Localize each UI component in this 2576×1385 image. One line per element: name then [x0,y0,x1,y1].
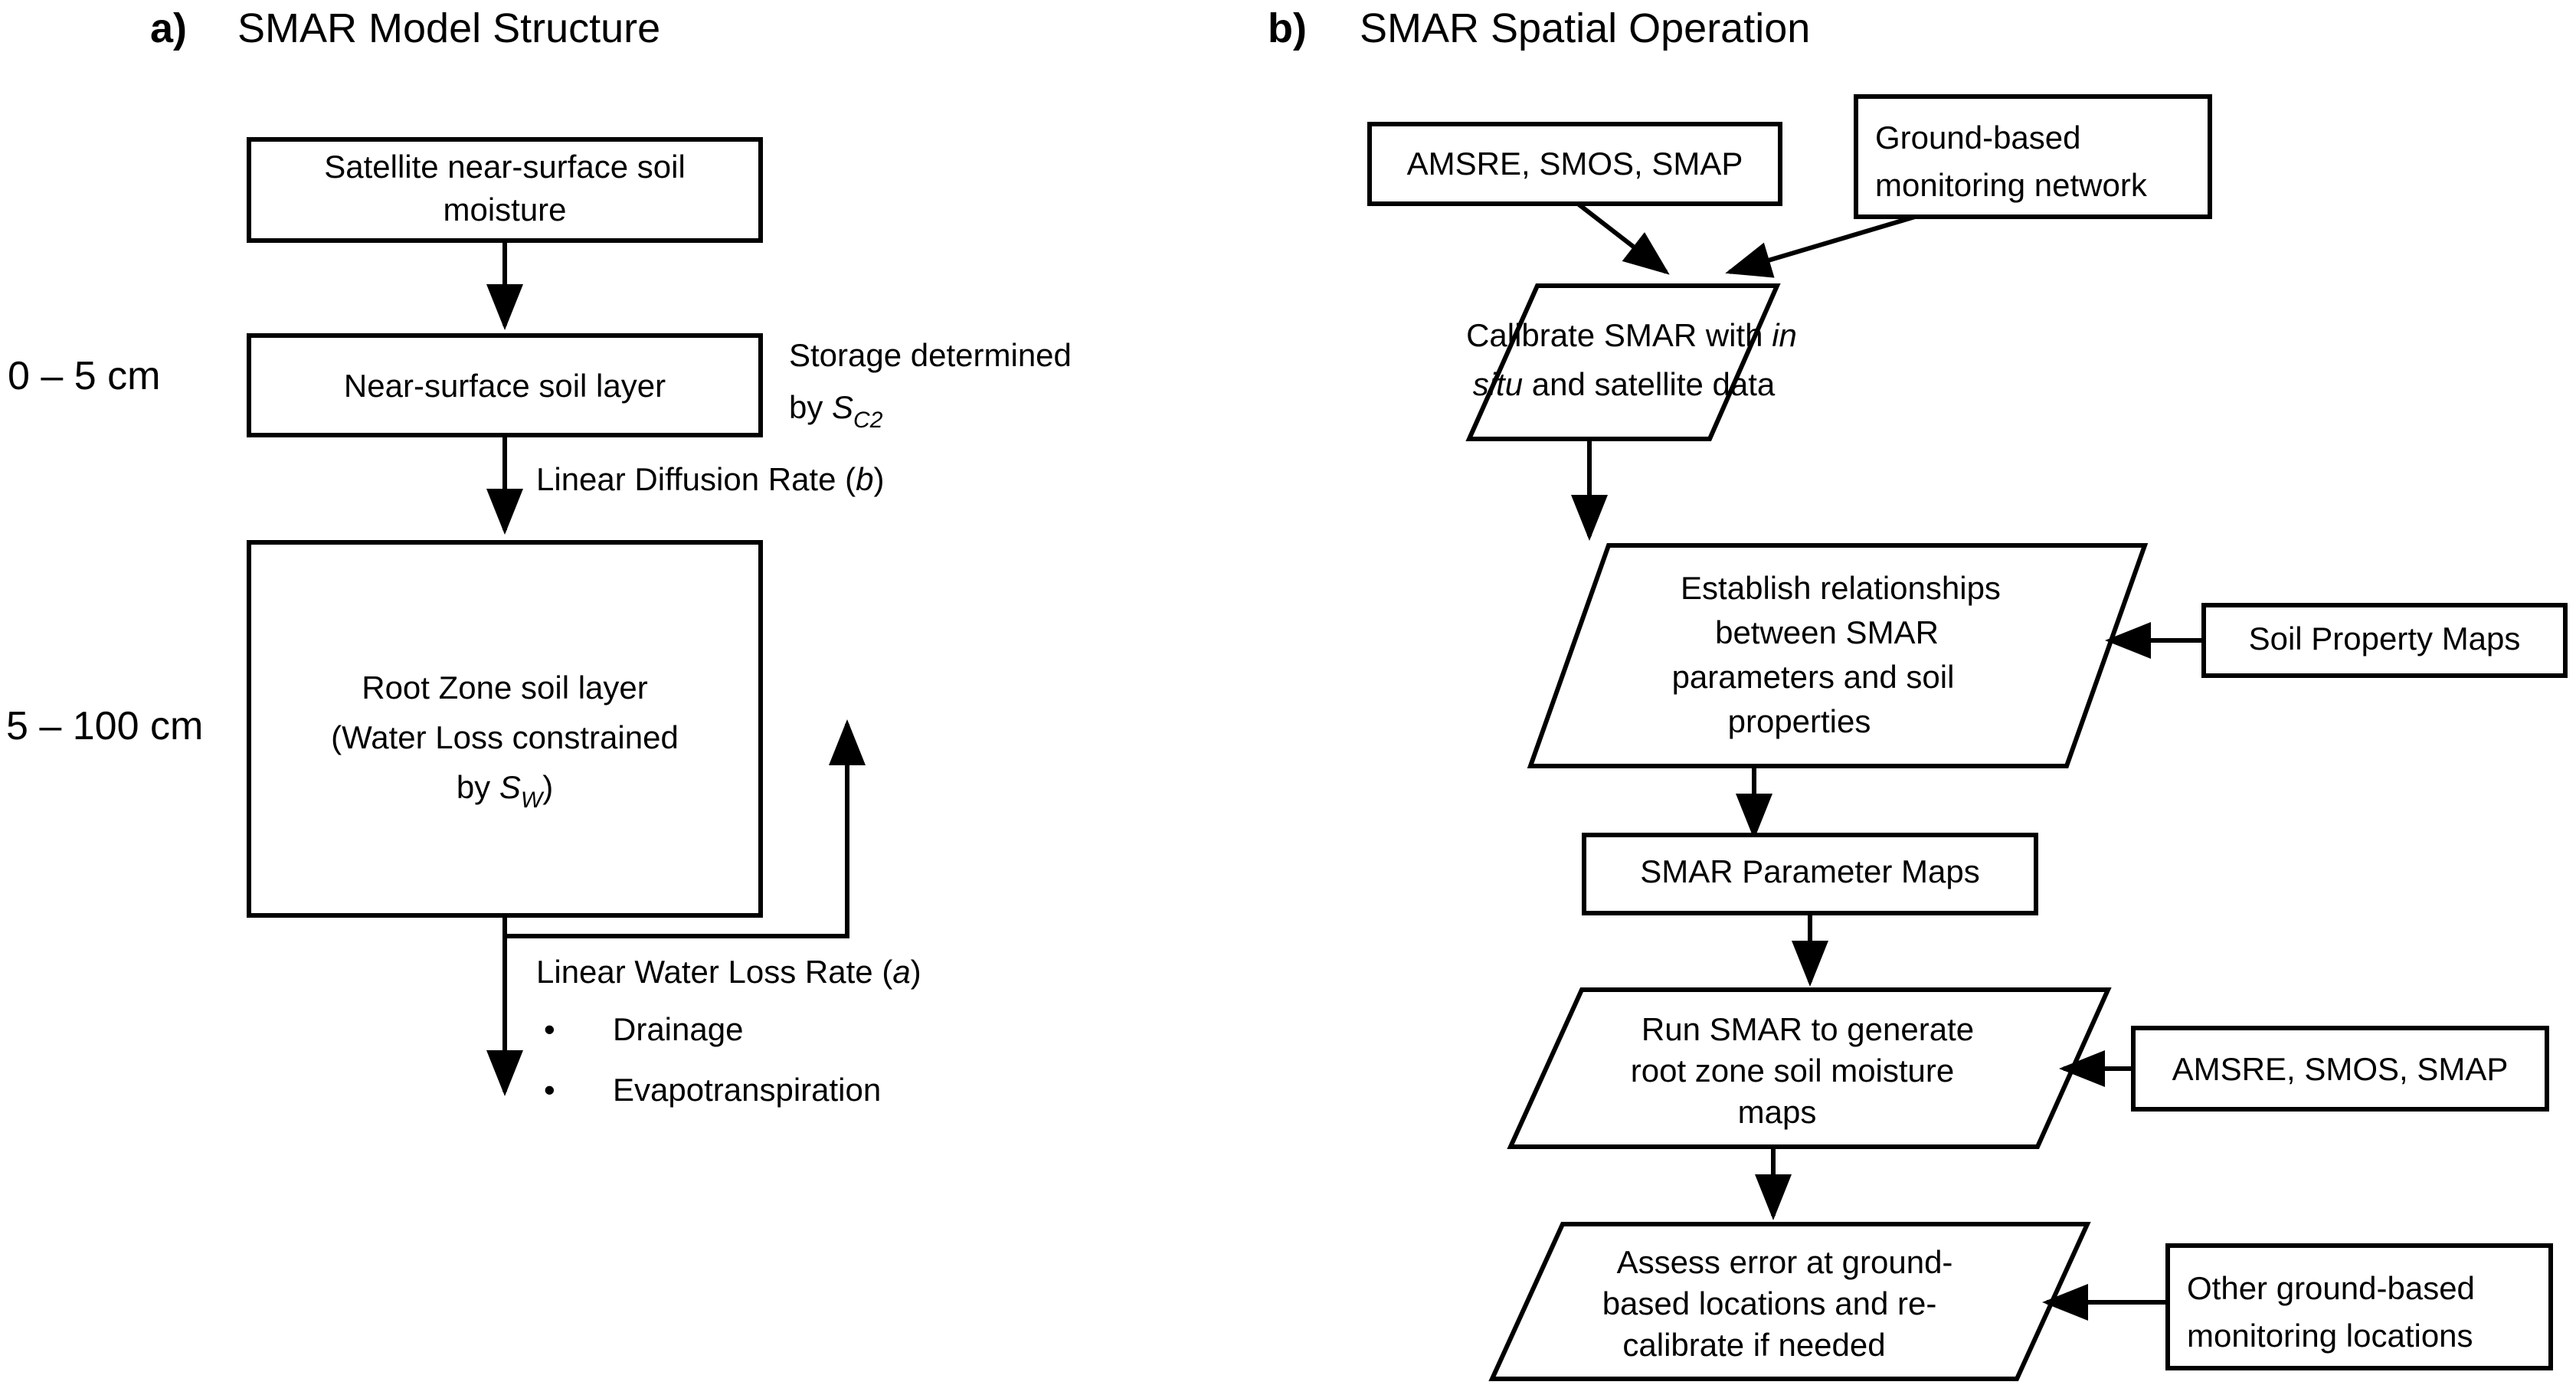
panel-a-letter: a) [150,5,187,51]
panel-b-title: SMAR Spatial Operation [1360,5,1810,51]
establish-line3: parameters and soil [1672,659,1955,695]
annotation-water-loss-symbol: a [892,954,910,990]
annotation-storage-line2: by SC2 [789,389,883,433]
box-soil-property-maps-label: Soil Property Maps [2249,620,2521,656]
annotation-water-loss-suffix: ) [911,954,921,990]
box-root-zone-line1: Root Zone soil layer [362,670,648,706]
annotation-storage-symbol: S [832,389,853,425]
calibrate-prefix: Calibrate SMAR with [1466,317,1772,353]
parallelogram-calibrate-line1: Calibrate SMAR with in [1466,317,1797,353]
annotation-linear-water-loss-rate: Linear Water Loss Rate (a) [536,954,921,990]
parallelogram-assess-error[interactable] [1488,1222,2091,1381]
box-satellite-line1: Satellite near-surface soil [324,149,686,185]
box-smar-parameter-maps-label: SMAR Parameter Maps [1640,853,1979,889]
annotation-storage-line1: Storage determined [789,337,1072,373]
parallelogram-calibrate-line2: situ and satellite data [1473,366,1776,402]
annotation-water-loss-prefix: Linear Water Loss Rate ( [536,954,892,990]
bullet-glyph-drainage-icon: • [544,1011,555,1047]
assess-line3: calibrate if needed [1622,1327,1885,1363]
box-satellite-sources-top[interactable] [1367,122,1782,206]
annotation-diffusion-suffix: ) [873,461,884,497]
assess-line2: based locations and re- [1602,1285,1937,1321]
run-smar-line2: root zone soil moisture [1631,1053,1955,1089]
bullet-item-drainage: Drainage [613,1011,743,1047]
box-root-zone-line2: (Water Loss constrained [331,719,679,755]
assess-line1: Assess error at ground- [1617,1244,1953,1280]
annotation-storage-subscript: C2 [853,408,883,433]
depth-label-root-zone: 5 – 100 cm [6,704,203,748]
annotation-diffusion-symbol: b [856,461,873,497]
panel-b-letter: b) [1268,5,1307,51]
annotation-diffusion-prefix: Linear Diffusion Rate ( [536,461,856,497]
bullet-glyph-evapotranspiration-icon: • [544,1072,555,1108]
arrow-satellite-to-calibrate [1576,201,1670,275]
box-root-zone-soil-layer[interactable] [247,540,763,918]
arrow-return-loop-up [505,719,866,938]
box-root-zone-prefix: by [457,769,499,805]
parallelogram-calibrate-smar[interactable] [1465,283,1781,441]
establish-line4: properties [1728,703,1871,739]
run-smar-line3: maps [1738,1094,1817,1130]
annotation-storage-prefix: by [789,389,832,425]
box-ground-network-line1: Ground-based [1875,120,2081,156]
box-near-surface-label: Near-surface soil layer [344,368,666,404]
box-ground-network-line2: monitoring network [1875,167,2148,203]
box-near-surface-soil-layer[interactable] [247,333,763,437]
box-satellite-sources-mid-label: AMSRE, SMOS, SMAP [2172,1051,2509,1087]
box-satellite-soil-moisture[interactable] [247,137,763,243]
box-root-zone-suffix: ) [542,769,553,805]
establish-line2: between SMAR [1715,614,1939,650]
box-root-zone-line3: by SW) [457,769,553,813]
box-other-ground-locations[interactable] [2165,1243,2553,1370]
parallelogram-establish-relationships[interactable] [1527,543,2149,768]
box-ground-monitoring-network[interactable] [1854,94,2212,219]
depth-label-surface: 0 – 5 cm [8,354,160,398]
panel-a-title: SMAR Model Structure [237,5,660,51]
calibrate-italic-in: in [1772,317,1797,353]
parallelogram-run-smar[interactable] [1507,987,2112,1149]
calibrate-italic-situ: situ [1473,366,1523,402]
annotation-linear-diffusion-rate: Linear Diffusion Rate (b) [536,461,884,497]
other-ground-line2: monitoring locations [2187,1318,2473,1354]
bullet-item-evapotranspiration: Evapotranspiration [613,1072,881,1108]
calibrate-suffix: and satellite data [1523,366,1776,402]
box-root-zone-subscript: W [521,787,545,813]
other-ground-line1: Other ground-based [2187,1270,2475,1306]
box-satellite-line2: moisture [443,192,566,228]
arrow-ground-network-to-calibrate [1725,214,1916,278]
box-satellite-sources-top-label: AMSRE, SMOS, SMAP [1407,146,1743,182]
run-smar-line1: Run SMAR to generate [1642,1011,1974,1047]
establish-line1: Establish relationships [1681,570,2001,606]
box-root-zone-symbol: S [499,769,521,805]
